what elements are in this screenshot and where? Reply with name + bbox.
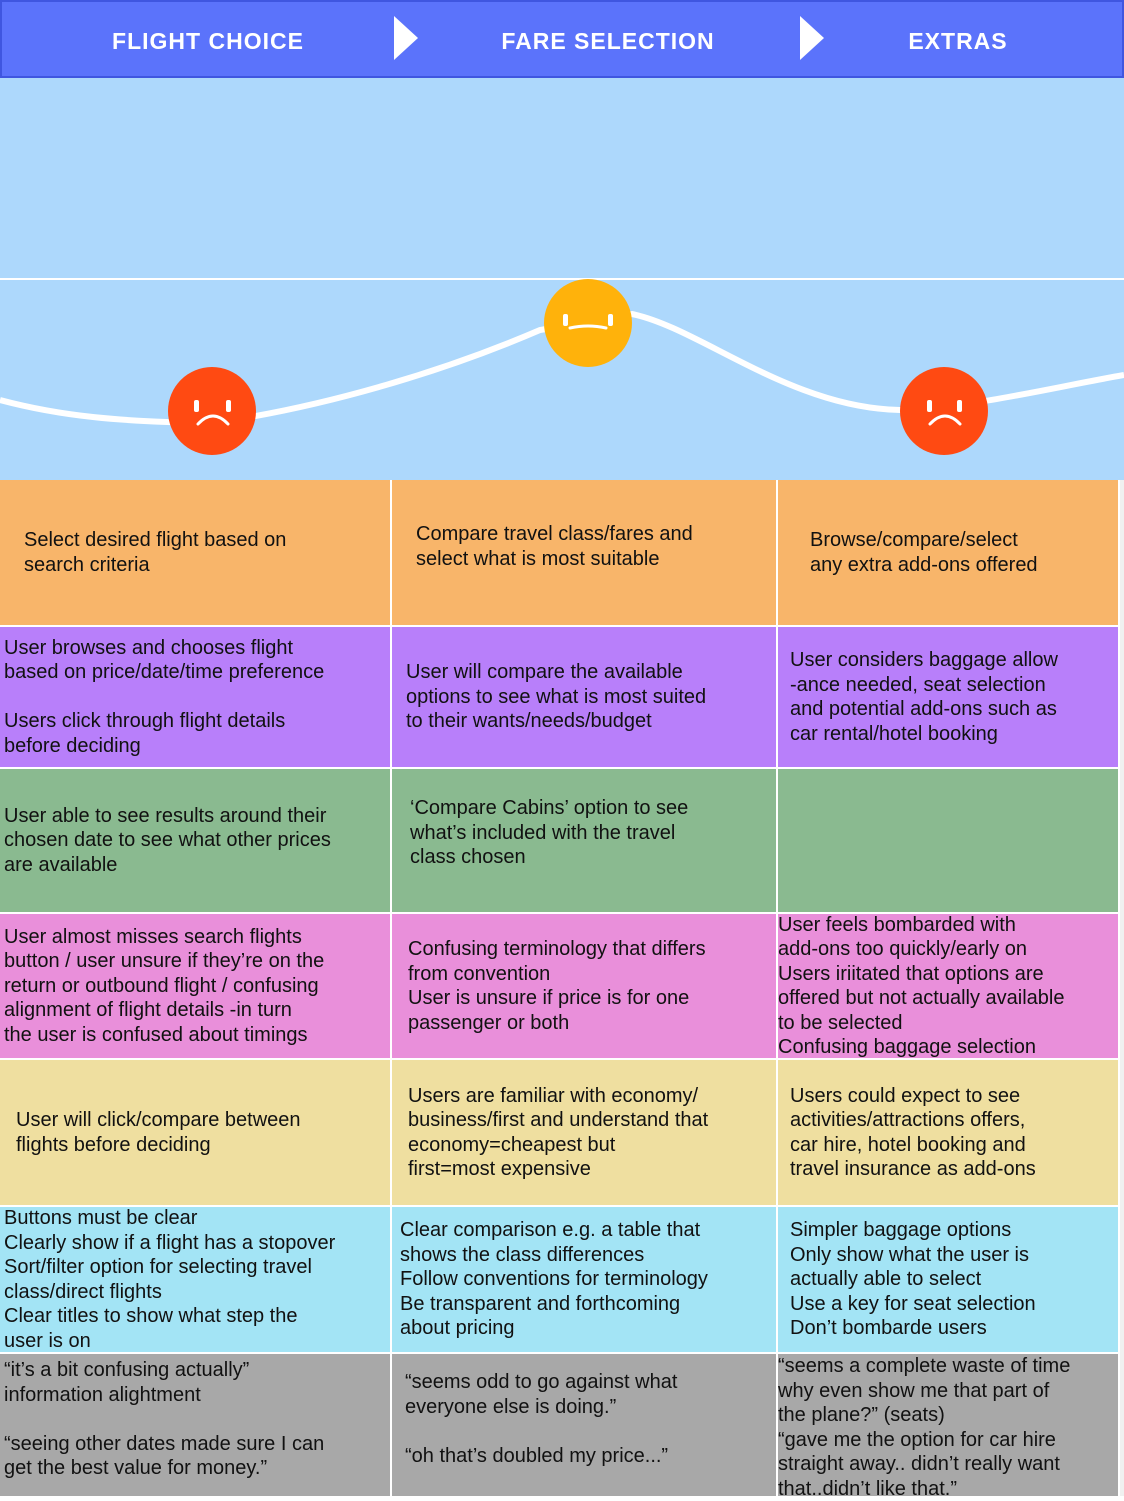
opportunity-cell-fare-selection: Clear comparison e.g. a table that shows… [392,1207,776,1352]
quote-cell-extras: “seems a complete waste of time why even… [778,1354,1118,1500]
expectation-cell-flight-choice: User will click/compare between flights … [0,1060,390,1205]
positive-cell-fare-selection: ‘Compare Cabins’ option to see what’s in… [392,769,776,912]
emotion-curve-area [0,78,1124,480]
neutral-face-icon [544,279,632,367]
action-cell-extras: User considers baggage allow -ance neede… [778,627,1118,767]
sad-face-icon [168,367,256,455]
phase-fare-selection: FARE SELECTION [501,28,715,54]
positive-cell-extras [778,769,1118,912]
phase-flight-choice: FLIGHT CHOICE [112,28,304,54]
action-cell-fare-selection: User will compare the available options … [392,627,776,767]
emotion-curve [0,278,1124,455]
phase-extras: EXTRAS [908,28,1008,54]
column-edge [1120,480,1124,1496]
opportunity-cell-extras: Simpler baggage options Only show what t… [778,1207,1118,1352]
pain-cell-extras: User feels bombarded with add-ons too qu… [778,914,1118,1058]
sad-face-icon [900,367,988,455]
goal-cell-extras: Browse/compare/select any extra add-ons … [778,480,1118,625]
quote-cell-flight-choice: “it’s a bit confusing actually” informat… [0,1354,390,1496]
journey-header: FLIGHT CHOICE FARE SELECTION EXTRAS [0,0,1124,78]
quote-cell-fare-selection: “seems odd to go against what everyone e… [392,1354,776,1496]
action-cell-flight-choice: User browses and chooses flight based on… [0,627,390,767]
expectation-cell-extras: Users could expect to see activities/att… [778,1060,1118,1205]
positive-cell-flight-choice: User able to see results around their ch… [0,769,390,912]
chevron-right-icon [800,16,824,60]
goal-cell-flight-choice: Select desired flight based on search cr… [0,480,390,625]
pain-cell-fare-selection: Confusing terminology that differs from … [392,914,776,1058]
pain-cell-flight-choice: User almost misses search flights button… [0,914,390,1058]
expectation-cell-fare-selection: Users are familiar with economy/ busines… [392,1060,776,1205]
opportunity-cell-flight-choice: Buttons must be clear Clearly show if a … [0,1207,390,1352]
goal-cell-fare-selection: Compare travel class/fares and select wh… [392,480,776,625]
chevron-right-icon [394,16,418,60]
